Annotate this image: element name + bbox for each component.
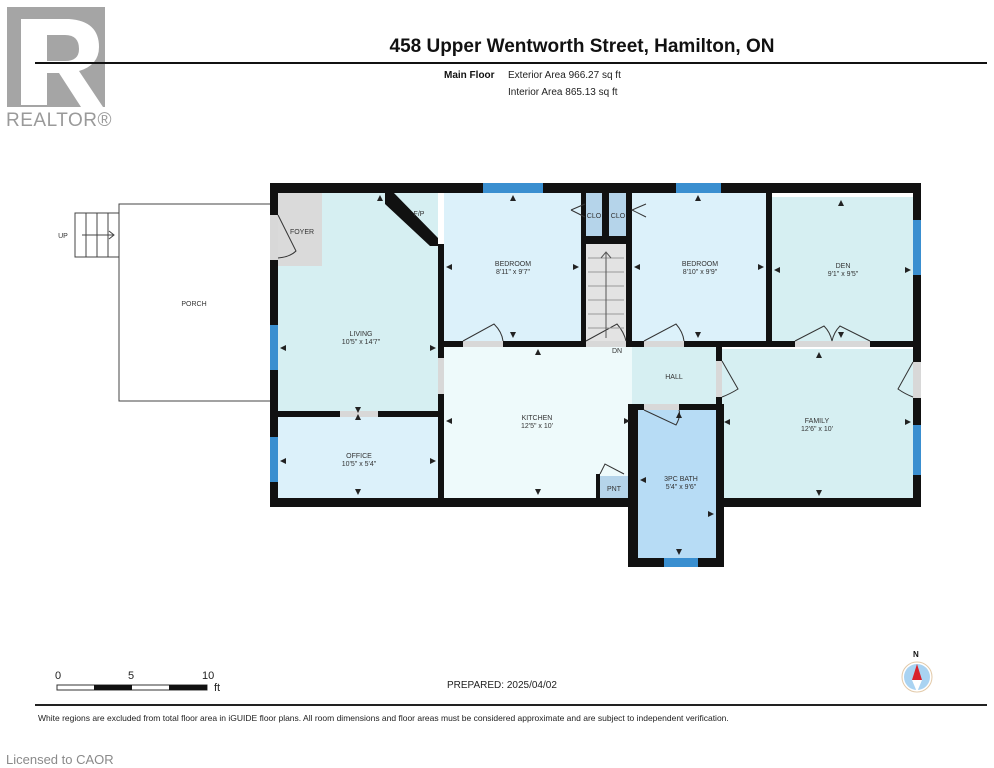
footer-divider <box>35 704 987 706</box>
interior-stairs <box>588 251 624 338</box>
interior-area: Interior Area 865.13 sq ft <box>508 87 618 98</box>
closet2-fill <box>609 192 626 236</box>
kitchen-label: KITCHEN <box>522 415 553 422</box>
page-title: 458 Upper Wentworth Street, Hamilton, ON <box>389 36 775 57</box>
bedroom1-label: BEDROOM <box>495 261 531 268</box>
scale-label-0: 0 <box>55 670 62 682</box>
office-fill <box>278 417 438 498</box>
hall-label: HALL <box>665 374 683 381</box>
office-label: OFFICE <box>346 453 372 460</box>
stairs-up-label: UP <box>58 233 68 240</box>
title-divider <box>35 62 987 64</box>
measure-arrows <box>280 195 911 555</box>
exterior-area: Exterior Area 966.27 sq ft <box>508 70 621 81</box>
bath-label: 3PC BATH <box>664 476 698 483</box>
realtor-logo-text: REALTOR® <box>6 110 112 131</box>
kitchen-dims: 12'5" x 10' <box>521 423 553 430</box>
stairs-down-label: DN <box>612 348 622 355</box>
closet1-label: CLO <box>587 213 602 220</box>
scale-unit: ft <box>214 682 221 694</box>
scale-label-5: 5 <box>128 670 135 682</box>
scale-bar <box>56 684 208 691</box>
compass-icon <box>901 661 933 693</box>
hall-fill <box>632 346 716 404</box>
family-dims: 12'6" x 10' <box>801 426 833 433</box>
kitchen-fill <box>444 346 632 498</box>
family-fill <box>722 349 913 499</box>
bedroom2-label: BEDROOM <box>682 261 718 268</box>
porch-label: PORCH <box>181 301 206 308</box>
den-label: DEN <box>836 263 851 270</box>
den-fill <box>772 197 913 341</box>
porch-area <box>74 203 272 402</box>
living-label: LIVING <box>350 331 373 338</box>
office-dims: 10'5" x 5'4" <box>342 461 377 468</box>
pantry-fill <box>598 476 630 498</box>
license-notice: Licensed to CAOR <box>6 752 114 767</box>
closet1-fill <box>585 192 602 236</box>
den-dims: 9'1" x 9'5" <box>828 271 859 278</box>
foyer-label: FOYER <box>290 229 314 236</box>
bath-fill <box>638 410 716 558</box>
bedroom1-fill <box>444 192 581 341</box>
family-label: FAMILY <box>805 418 830 425</box>
fireplace-label: F/P <box>414 211 425 218</box>
bath-dims: 5'4" x 9'6" <box>666 484 697 491</box>
disclaimer-text: White regions are excluded from total fl… <box>38 713 729 723</box>
bedroom1-dims: 8'11" x 9'7" <box>496 269 530 276</box>
bedroom2-fill <box>632 192 766 341</box>
compass-north-label: N <box>913 650 919 659</box>
scale-label-10: 10 <box>202 670 215 682</box>
prepared-date: PREPARED: 2025/04/02 <box>447 680 557 691</box>
windows <box>270 183 921 567</box>
pantry-label: PNT <box>607 486 622 493</box>
closet2-label: CLO <box>611 213 626 220</box>
bedroom2-dims: 8'10" x 9'9" <box>683 269 718 276</box>
living-dims: 10'5" x 14'7" <box>342 339 381 346</box>
floor-name: Main Floor <box>444 70 495 81</box>
door-openings <box>270 215 921 417</box>
exterior-stairs <box>74 212 120 258</box>
